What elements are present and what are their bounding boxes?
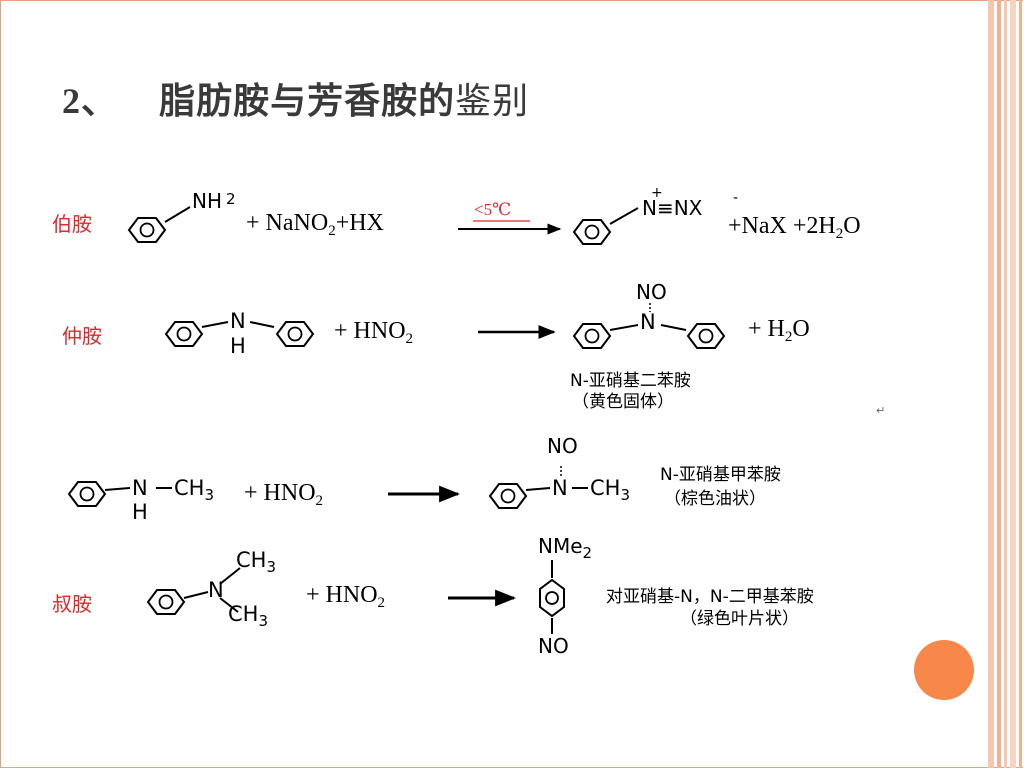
ch-text-product: CH [590, 476, 621, 500]
methyl-reagent: + HNO2 [244, 480, 323, 510]
hno2-subscript-methyl: 2 [315, 493, 324, 509]
label-tertiary-amine: 叔胺 [52, 592, 92, 616]
nh2-subscript: 2 [226, 190, 236, 208]
nitroso-group-secondary: NO [636, 280, 667, 304]
nitroso-n-methyl: N [552, 476, 568, 500]
nitroso-group-methyl: NO [547, 434, 578, 458]
water-subscript-2: 2 [784, 329, 793, 345]
benzene-ring-dimethylaniline [147, 589, 185, 615]
ch-bottom-text: CH [228, 602, 259, 626]
hx-text: +HX [335, 210, 384, 236]
ch-text: CH [174, 476, 205, 500]
ch3-subscript: 3 [204, 486, 215, 504]
nme2-subscript: 2 [582, 544, 593, 562]
product-state-methyl: （棕色油状） [664, 489, 766, 509]
nme2-group: NMe2 [538, 534, 592, 562]
tertiary-n: N [208, 578, 224, 602]
methyl-n: N [132, 476, 148, 500]
secondary-reagent: + HNO2 [334, 318, 413, 348]
slide-title: 2、 脂肪胺与芳香胺的鉴别 [62, 72, 529, 124]
return-mark: ↵ [876, 404, 886, 417]
diazonium-group: N≡NX [642, 196, 702, 220]
ch3-top-subscript: 3 [266, 558, 277, 576]
benzene-ring-diphenylamine-left [165, 321, 203, 347]
nax-water-text: +NaX +2H [728, 213, 836, 239]
nh-text: NH [192, 189, 222, 213]
product-name-tertiary: 对亚硝基-N，N-二甲基苯胺 [606, 587, 814, 607]
benzene-ring-nitroso-right [687, 323, 725, 349]
nitroso-n-secondary: N [640, 310, 656, 334]
benzene-ring-diazonium [573, 219, 611, 245]
hno-text-methyl: + HNO [244, 480, 316, 506]
tertiary-ch3-bottom: CH3 [228, 602, 268, 630]
hno-text: + HNO [334, 318, 406, 344]
product-name-diphenyl: N-亚硝基二苯胺 [570, 371, 691, 391]
product-state-tertiary: （绿色叶片状） [680, 609, 799, 629]
orange-circle-decoration [914, 640, 974, 700]
water-subscript: 2 [835, 226, 844, 242]
tertiary-reagent: + HNO2 [306, 582, 385, 612]
label-primary-amine: 伯胺 [52, 212, 92, 236]
tertiary-ch3-top: CH3 [236, 548, 276, 576]
benzene-ring-diphenylamine-right [276, 321, 314, 347]
benzene-ring-nitroso-methylaniline [489, 483, 527, 509]
nme-text: NMe [538, 534, 583, 558]
ch-top-text: CH [236, 548, 267, 572]
product-state-diphenyl: （黄色固体） [572, 392, 674, 412]
water-o-text: O [792, 316, 810, 342]
nano2-subscript: 2 [328, 223, 336, 239]
secondary-water: + H2O [748, 316, 810, 346]
reaction-condition: <5℃ [474, 200, 512, 219]
benzene-ring-aniline [128, 217, 166, 243]
diazo-text: N≡NX [642, 196, 703, 220]
benzene-ring-para-nitroso [539, 579, 565, 617]
hno-text-tertiary: + HNO [306, 582, 378, 608]
methyl-product-ch3: CH3 [590, 476, 630, 504]
product-name-methyl: N-亚硝基甲苯胺 [660, 465, 781, 485]
hno2-subscript: 2 [405, 331, 414, 347]
secondary-n: N [230, 309, 246, 333]
title-bold-text: 脂肪胺与芳香胺的 [159, 81, 456, 122]
benzene-ring-nitroso-left [573, 323, 611, 349]
right-border-stripes [988, 0, 1024, 768]
diazo-minus-charge: - [733, 190, 739, 206]
para-nitroso-group: NO [538, 634, 569, 658]
diazo-plus-charge: + [651, 185, 663, 201]
nano-text: + NaNO [246, 210, 329, 236]
benzene-ring-methylaniline [68, 481, 106, 507]
primary-products: +NaX +2H2O [728, 213, 861, 243]
primary-reagents: + NaNO2+HX [246, 210, 384, 240]
title-tail-text: 鉴别 [455, 81, 530, 122]
title-number: 2、 [62, 81, 119, 121]
secondary-h: H [230, 334, 246, 358]
ch3-subscript-product: 3 [620, 486, 631, 504]
methyl-h: H [132, 500, 148, 524]
methyl-ch3: CH3 [174, 476, 214, 504]
oxygen-text: O [843, 213, 861, 239]
water-h-text: + H [748, 316, 785, 342]
hno2-subscript-tertiary: 2 [377, 595, 386, 611]
label-secondary-amine: 仲胺 [62, 324, 102, 348]
ch3-bottom-subscript: 3 [258, 612, 269, 630]
